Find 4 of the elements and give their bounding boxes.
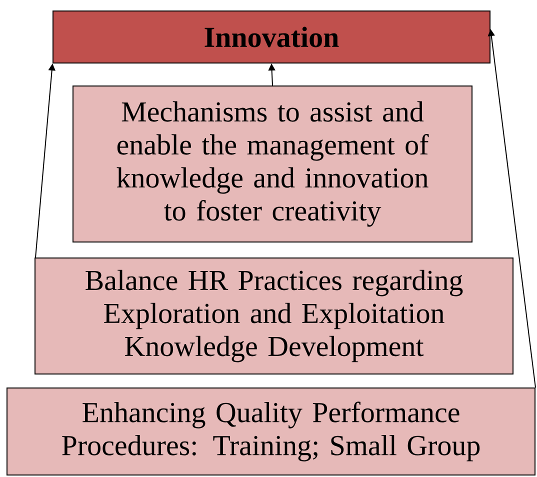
text-box: Enhancing Quality Performance Procedures: Training; Small Group	[6, 388, 536, 476]
text-box: Mechanisms to assist and enable the management of knowledge and innovation to foster creativity	[72, 86, 472, 242]
text-box: Balance HR Practices regarding Exploration and Exploitation Knowledge Development	[34, 258, 514, 374]
text-box: Innovation	[52, 10, 490, 64]
